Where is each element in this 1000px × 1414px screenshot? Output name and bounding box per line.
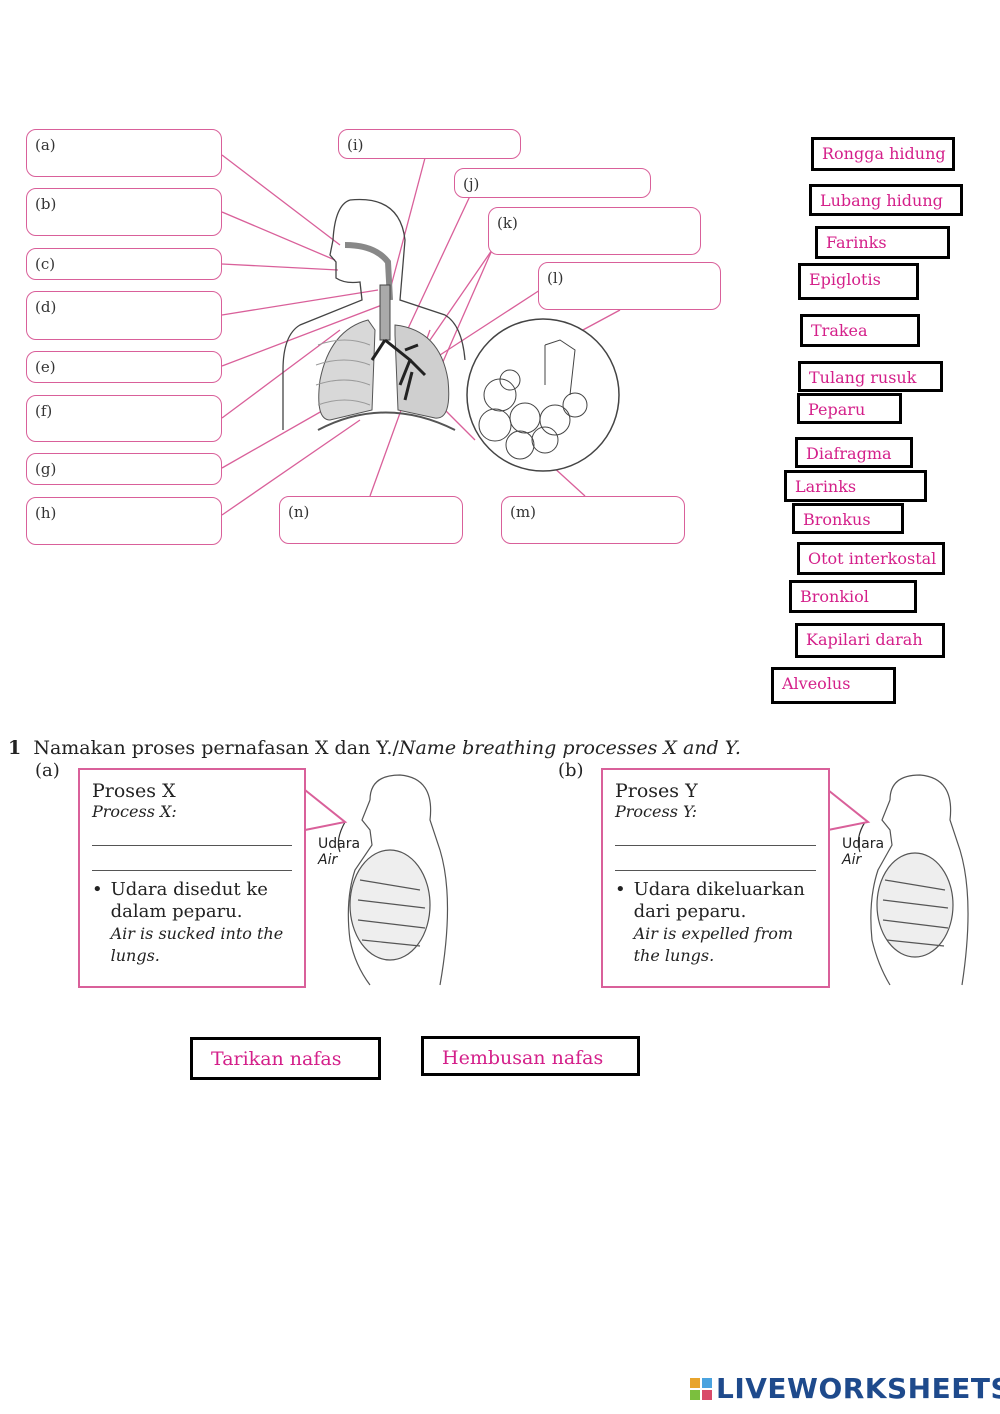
process-y-title-en: Process Y: [615, 802, 697, 821]
process-x-air-label: Udara Air [318, 836, 360, 868]
label-box-n[interactable]: (n) [279, 496, 463, 544]
process-y-bullet-en: Air is expelled from the lungs. [633, 924, 794, 965]
label-box-f[interactable]: (f) [26, 395, 222, 442]
label-box-l[interactable]: (l) [538, 262, 721, 310]
process-x-bullet: • Udara disedut ke dalam peparu. Air is … [92, 879, 292, 967]
answer-otot-interkostal[interactable]: Otot interkostal [797, 542, 945, 575]
process-x-answer-line-2[interactable] [92, 846, 292, 871]
label-i-text: (i) [347, 136, 364, 154]
process-x-bullet-en: Air is sucked into the lungs. [110, 924, 284, 965]
process-x-bullet-ms: Udara disedut ke dalam peparu. [110, 879, 268, 922]
label-n-text: (n) [288, 503, 310, 521]
answer-peparu[interactable]: Peparu [797, 393, 902, 424]
answer-bronkus[interactable]: Bronkus [792, 503, 904, 534]
process-y-bullet-ms: Udara dikeluarkan dari peparu. [633, 879, 805, 922]
answer-larinks[interactable]: Larinks [784, 470, 927, 502]
label-box-b[interactable]: (b) [26, 188, 222, 236]
answer-epiglotis[interactable]: Epiglotis [798, 263, 919, 300]
label-box-m[interactable]: (m) [501, 496, 685, 544]
answer-tarikan-nafas[interactable]: Tarikan nafas [190, 1037, 381, 1080]
label-box-d[interactable]: (d) [26, 291, 222, 340]
process-y-title: Proses Y [615, 780, 698, 802]
part-a-letter: (a) [35, 760, 60, 781]
question-title: 1 Namakan proses pernafasan X dan Y./Nam… [8, 737, 741, 759]
question-number: 1 [8, 737, 22, 759]
answer-tulang-rusuk[interactable]: Tulang rusuk [798, 361, 943, 392]
process-y-bullet: • Udara dikeluarkan dari peparu. Air is … [615, 879, 816, 967]
answer-kapilari-darah[interactable]: Kapilari darah [795, 623, 945, 658]
process-x-air-en: Air [318, 852, 338, 868]
label-g-text: (g) [35, 460, 57, 478]
process-x-title-en: Process X: [92, 802, 177, 821]
process-y-answer-line-1[interactable] [615, 821, 816, 846]
process-y-air-label: Udara Air [842, 836, 884, 868]
label-k-text: (k) [497, 214, 518, 232]
label-box-g[interactable]: (g) [26, 453, 222, 485]
process-x-title: Proses X [92, 780, 176, 802]
brand-name: LIVEWORKSHEETS [716, 1372, 1000, 1405]
label-j-text: (j) [463, 175, 480, 193]
label-box-i[interactable]: (i) [338, 129, 521, 159]
process-y-air-ms: Udara [842, 836, 885, 852]
label-h-text: (h) [35, 504, 57, 522]
label-f-text: (f) [35, 402, 53, 420]
part-b-letter: (b) [558, 760, 584, 781]
label-box-j[interactable]: (j) [454, 168, 651, 198]
answer-farinks[interactable]: Farinks [815, 226, 950, 259]
process-x-box: Proses X Process X: • Udara disedut ke d… [78, 768, 306, 988]
question-text-en: Name breathing processes X and Y. [398, 737, 741, 759]
label-d-text: (d) [35, 298, 57, 316]
label-e-text: (e) [35, 358, 56, 376]
answer-alveolus[interactable]: Alveolus [771, 667, 896, 704]
label-box-k[interactable]: (k) [488, 207, 701, 255]
process-y-answer-line-2[interactable] [615, 846, 816, 871]
label-m-text: (m) [510, 503, 536, 521]
label-box-h[interactable]: (h) [26, 497, 222, 545]
label-a-text: (a) [35, 136, 56, 154]
brand-icon [690, 1377, 712, 1400]
answer-lubang-hidung[interactable]: Lubang hidung [809, 184, 963, 216]
label-c-text: (c) [35, 255, 56, 273]
question-text-ms: Namakan proses pernafasan X dan Y./ [33, 737, 399, 759]
answer-trakea[interactable]: Trakea [800, 314, 920, 347]
process-y-air-en: Air [842, 852, 862, 868]
answer-rongga-hidung[interactable]: Rongga hidung [811, 137, 955, 171]
answer-diafragma[interactable]: Diafragma [795, 437, 913, 468]
label-box-c[interactable]: (c) [26, 248, 222, 280]
label-b-text: (b) [35, 195, 57, 213]
label-l-text: (l) [547, 269, 564, 287]
process-y-box: Proses Y Process Y: • Udara dikeluarkan … [601, 768, 830, 988]
answer-bronkiol[interactable]: Bronkiol [789, 580, 917, 613]
answer-hembusan-nafas[interactable]: Hembusan nafas [421, 1036, 640, 1076]
process-x-air-ms: Udara [318, 836, 361, 852]
process-x-answer-line-1[interactable] [92, 821, 292, 846]
label-box-a[interactable]: (a) [26, 129, 222, 177]
brand-logo: LIVEWORKSHEETS [690, 1372, 1000, 1405]
label-box-e[interactable]: (e) [26, 351, 222, 383]
